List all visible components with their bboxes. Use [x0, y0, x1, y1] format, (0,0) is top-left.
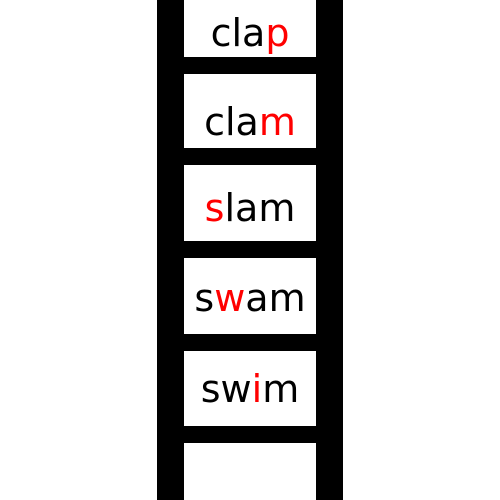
word-part-before: sw: [200, 367, 252, 411]
ladder-rung: [157, 148, 343, 165]
changed-letter: s: [204, 186, 225, 230]
word-part-after: lam: [224, 186, 296, 230]
ladder-word-5: swim: [184, 359, 316, 419]
ladder-rung: [157, 57, 343, 74]
ladder-word-2: clam: [184, 92, 316, 152]
ladder-word-3: slam: [184, 178, 316, 238]
word-part-before: s: [194, 276, 215, 320]
word-part-after: am: [245, 276, 306, 320]
word-part-before: cla: [204, 100, 259, 144]
word-part-after: m: [262, 367, 300, 411]
word-part-before: cla: [210, 11, 266, 55]
changed-letter: m: [258, 100, 296, 144]
changed-letter: p: [265, 11, 290, 55]
changed-letter: w: [214, 276, 246, 320]
ladder-rung: [157, 426, 343, 443]
ladder-rung: [157, 334, 343, 351]
ladder-rung: [157, 241, 343, 258]
changed-letter: i: [251, 367, 263, 411]
ladder-word-1: clap: [184, 3, 316, 63]
ladder-word-4: swam: [184, 268, 316, 328]
